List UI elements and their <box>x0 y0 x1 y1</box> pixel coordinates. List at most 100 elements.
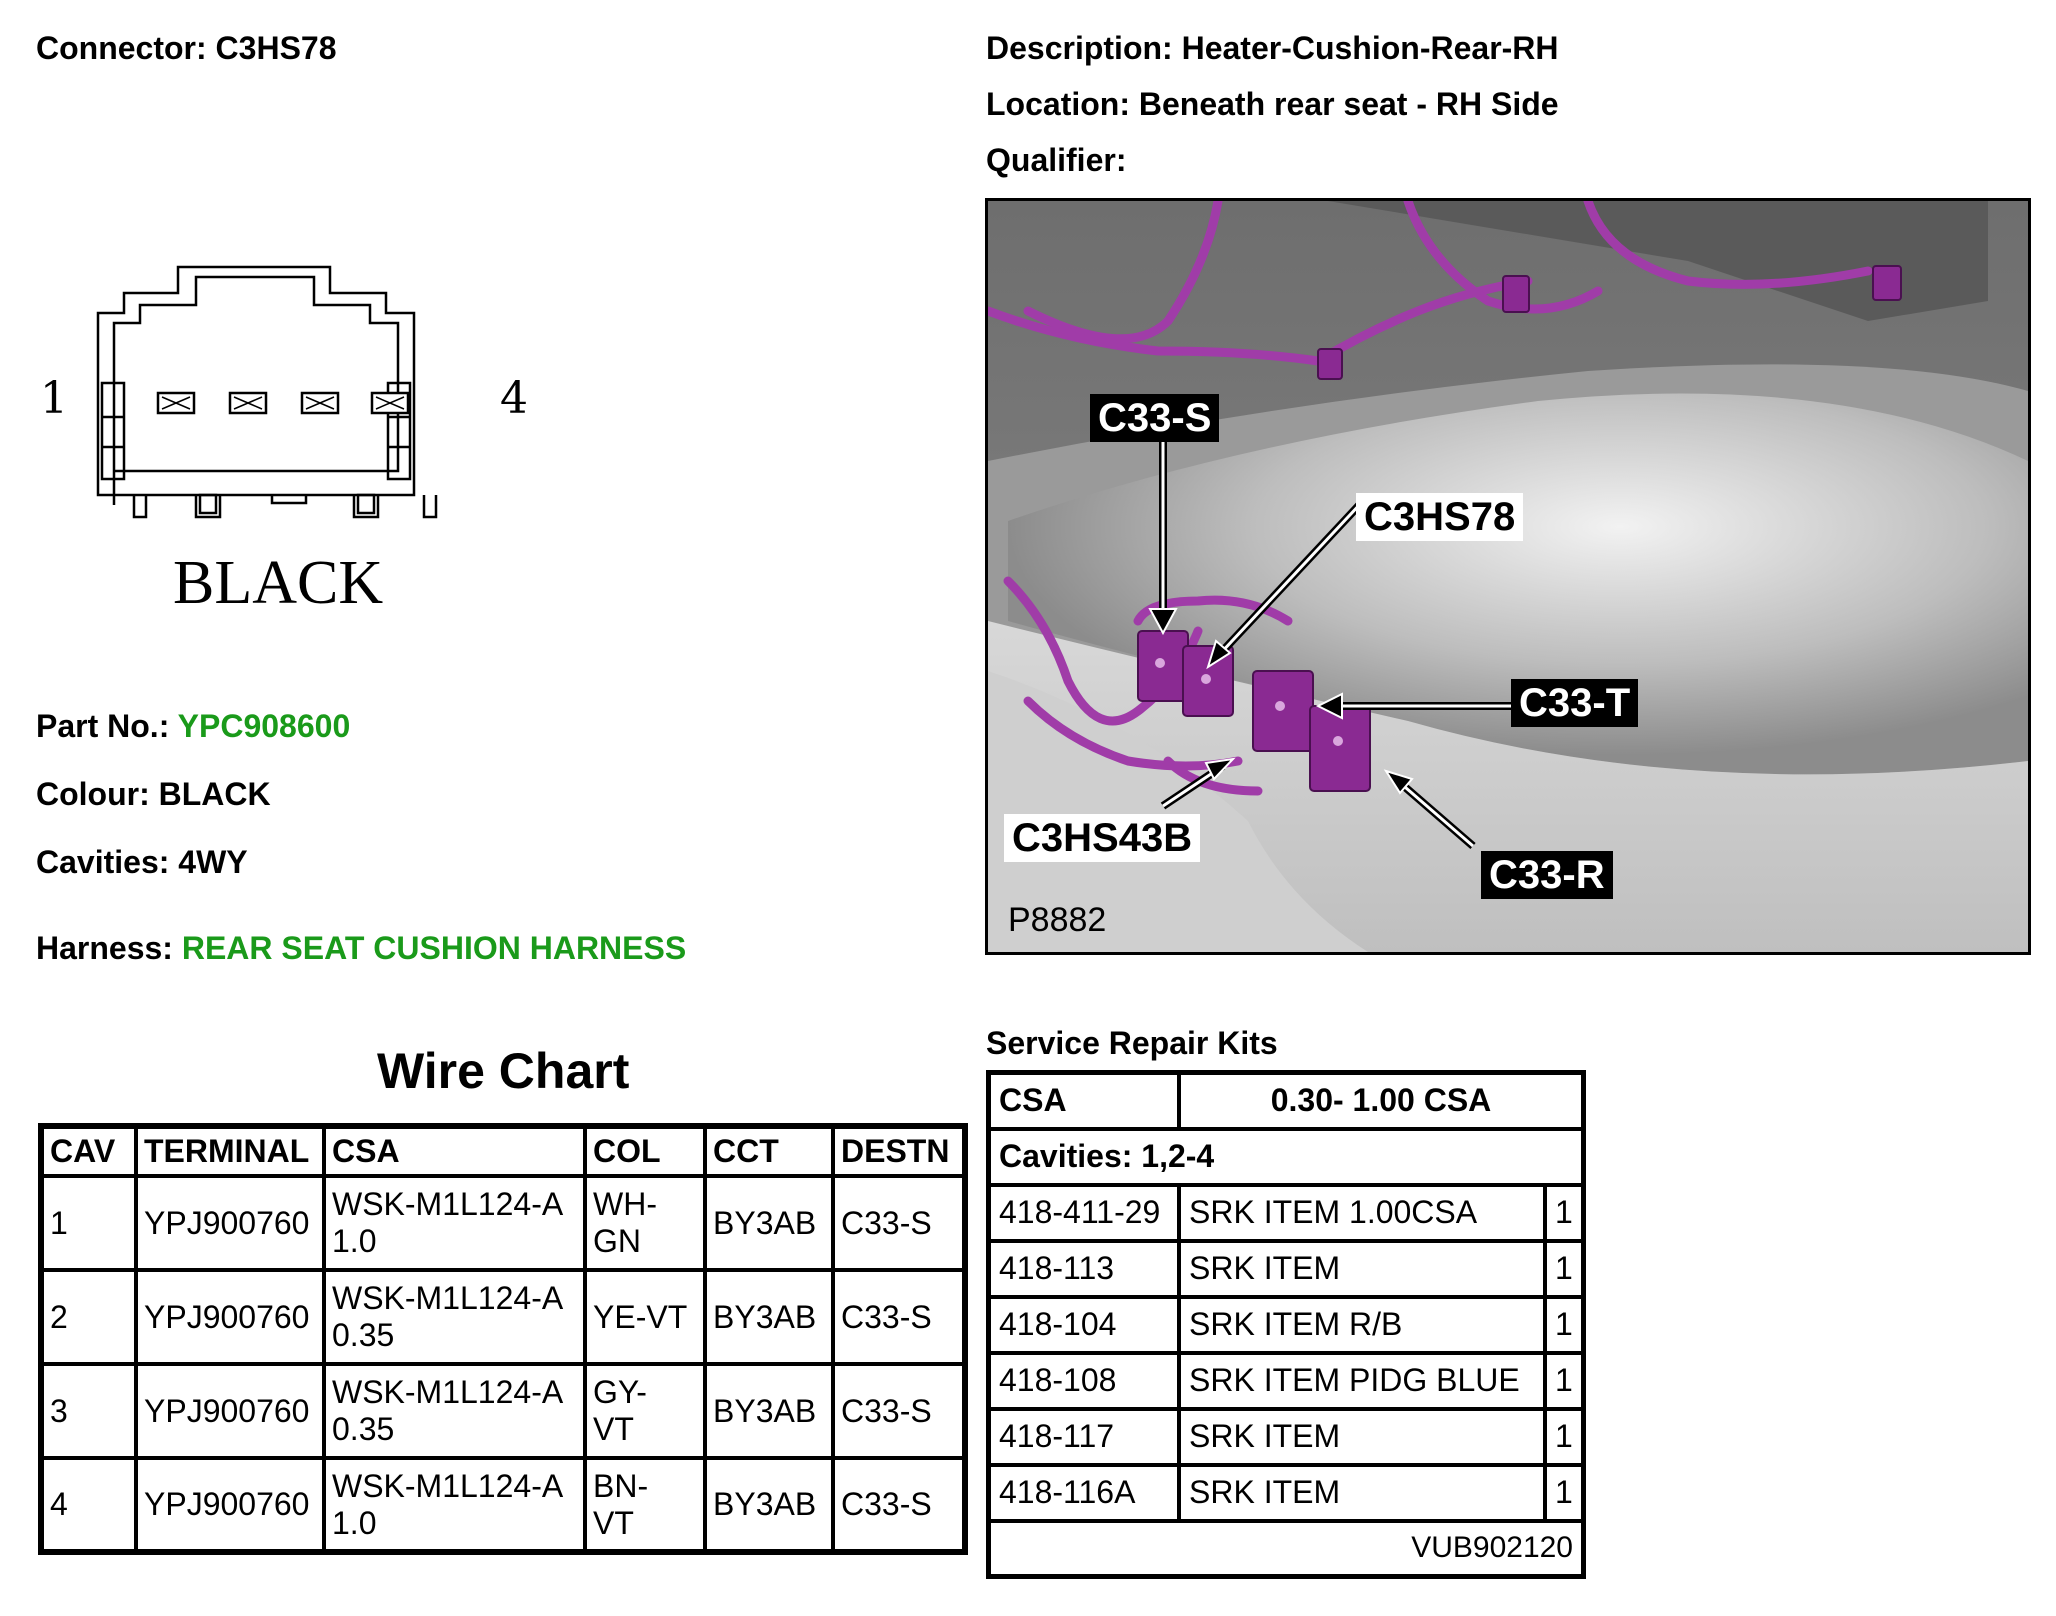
cell-cct: BY3AB <box>703 1174 835 1272</box>
list-item: 418-117 SRK ITEM 1 <box>986 1406 1586 1467</box>
kit-code[interactable]: 418-113 <box>986 1238 1181 1299</box>
location-label: Location: <box>986 86 1130 122</box>
col-line2: VT <box>593 1504 634 1541</box>
description-label: Description: <box>986 30 1173 66</box>
cell-terminal: YPJ900760 <box>134 1268 326 1366</box>
kit-code[interactable]: 418-411-29 <box>986 1182 1181 1243</box>
cell-terminal: YPJ900760 <box>134 1456 326 1554</box>
cell-cav: 3 <box>39 1362 138 1460</box>
photo-id-label: P8882 <box>1008 901 1107 939</box>
cell-destn[interactable]: C33-S <box>831 1174 967 1272</box>
cell-col: GY-VT <box>583 1362 707 1460</box>
kit-desc: SRK ITEM R/B <box>1177 1294 1547 1355</box>
cavities-row: Cavities: 1,2-4 <box>986 1126 1586 1187</box>
colour-value: BLACK <box>158 776 271 812</box>
cell-destn[interactable]: C33-S <box>831 1456 967 1554</box>
colour-label: Colour: <box>36 776 150 812</box>
cavities-label: Cavities: <box>36 844 170 880</box>
harness-label: Harness: <box>36 930 173 966</box>
cell-destn[interactable]: C33-S <box>831 1268 967 1366</box>
part-no-label: Part No.: <box>36 708 170 744</box>
cell-cct: BY3AB <box>703 1456 835 1554</box>
kit-qty: 1 <box>1543 1406 1586 1467</box>
description-value: Heater-Cushion-Rear-RH <box>1181 30 1559 66</box>
kit-desc: SRK ITEM 1.00CSA <box>1177 1182 1547 1243</box>
header-cct: CCT <box>703 1124 835 1178</box>
cell-cav: 2 <box>39 1268 138 1366</box>
csa-spec: WSK-M1L124-A <box>332 1467 564 1504</box>
callout-c3hs43b: C3HS43B <box>1004 814 1201 862</box>
callout-c33-t: C33-T <box>1511 679 1639 727</box>
kit-cavities: Cavities: 1,2-4 <box>986 1126 1586 1187</box>
list-item: 418-113 SRK ITEM 1 <box>986 1238 1586 1299</box>
connector-location-photo: C33-S C3HS78 C33-T C3HS43B C33-R P8882 <box>985 198 2031 955</box>
kit-desc: SRK ITEM <box>1177 1238 1547 1299</box>
qualifier-line: Qualifier: <box>986 142 1126 179</box>
footer-row: VUB902120 <box>986 1518 1586 1579</box>
location-line: Location: Beneath rear seat - RH Side <box>986 86 1559 123</box>
kit-code[interactable]: 418-117 <box>986 1406 1181 1467</box>
part-no-link[interactable]: YPC908600 <box>177 708 351 744</box>
col-line2: GN <box>593 1223 641 1259</box>
kit-qty: 1 <box>1543 1462 1586 1523</box>
callout-c33-s: C33-S <box>1090 394 1220 442</box>
kit-qty: 1 <box>1543 1350 1586 1411</box>
header-destn: DESTN <box>831 1124 967 1178</box>
csa-size: 1.0 <box>332 1223 377 1259</box>
cell-cav: 4 <box>39 1456 138 1554</box>
connector-heading: Connector: C3HS78 <box>36 30 337 67</box>
csa-spec: WSK-M1L124-A <box>332 1186 564 1222</box>
header-terminal: TERMINAL <box>134 1124 326 1178</box>
description-line: Description: Heater-Cushion-Rear-RH <box>986 30 1559 67</box>
cell-terminal: YPJ900760 <box>134 1362 326 1460</box>
cell-terminal: YPJ900760 <box>134 1174 326 1272</box>
csa-range: 0.30- 1.00 CSA <box>1177 1070 1586 1131</box>
callout-c3hs78: C3HS78 <box>1356 493 1524 541</box>
photo-illustration <box>988 201 2028 952</box>
kit-code[interactable]: 418-116A <box>986 1462 1181 1523</box>
pin-last-label: 4 <box>500 373 528 424</box>
colour-line: Colour: BLACK <box>36 776 271 813</box>
kit-footer-code: VUB902120 <box>986 1518 1586 1579</box>
harness-link[interactable]: REAR SEAT CUSHION HARNESS <box>181 930 687 966</box>
qualifier-label: Qualifier: <box>986 142 1127 178</box>
cell-col: WH-GN <box>583 1174 707 1272</box>
header-col: COL <box>583 1124 707 1178</box>
kit-code[interactable]: 418-104 <box>986 1294 1181 1355</box>
wire-chart-table: CAV TERMINAL CSA COL CCT DESTN 1 YPJ9007… <box>38 1123 968 1555</box>
kit-qty: 1 <box>1543 1182 1586 1243</box>
pin-first-label: 1 <box>40 373 68 424</box>
csa-size: 0.35 <box>332 1317 395 1353</box>
connector-value: C3HS78 <box>215 30 337 66</box>
csa-spec: WSK-M1L124-A <box>332 1374 564 1410</box>
kit-qty: 1 <box>1543 1238 1586 1299</box>
header-cav: CAV <box>39 1124 138 1178</box>
wire-chart-title: Wire Chart <box>377 1043 630 1099</box>
cell-col: BN-VT <box>583 1456 707 1554</box>
connector-label: Connector: <box>36 30 207 66</box>
kit-desc: SRK ITEM <box>1177 1462 1547 1523</box>
kit-qty: 1 <box>1543 1294 1586 1355</box>
kit-desc: SRK ITEM PIDG BLUE <box>1177 1350 1547 1411</box>
list-item: 418-116A SRK ITEM 1 <box>986 1462 1586 1523</box>
list-item: 418-108 SRK ITEM PIDG BLUE 1 <box>986 1350 1586 1411</box>
cell-cct: BY3AB <box>703 1362 835 1460</box>
csa-spec: WSK-M1L124-A <box>332 1280 564 1316</box>
cell-destn[interactable]: C33-S <box>831 1362 967 1460</box>
list-item: 418-104 SRK ITEM R/B 1 <box>986 1294 1586 1355</box>
col-line1: GY- <box>593 1374 647 1410</box>
kit-code[interactable]: 418-108 <box>986 1350 1181 1411</box>
part-no-line: Part No.: YPC908600 <box>36 708 350 745</box>
csa-row: CSA 0.30- 1.00 CSA <box>986 1070 1586 1131</box>
connector-face-drawing: 1 4 BLACK <box>40 265 528 617</box>
col-line1: BN- <box>593 1467 649 1504</box>
connector-colour-text: BLACK <box>173 549 383 617</box>
